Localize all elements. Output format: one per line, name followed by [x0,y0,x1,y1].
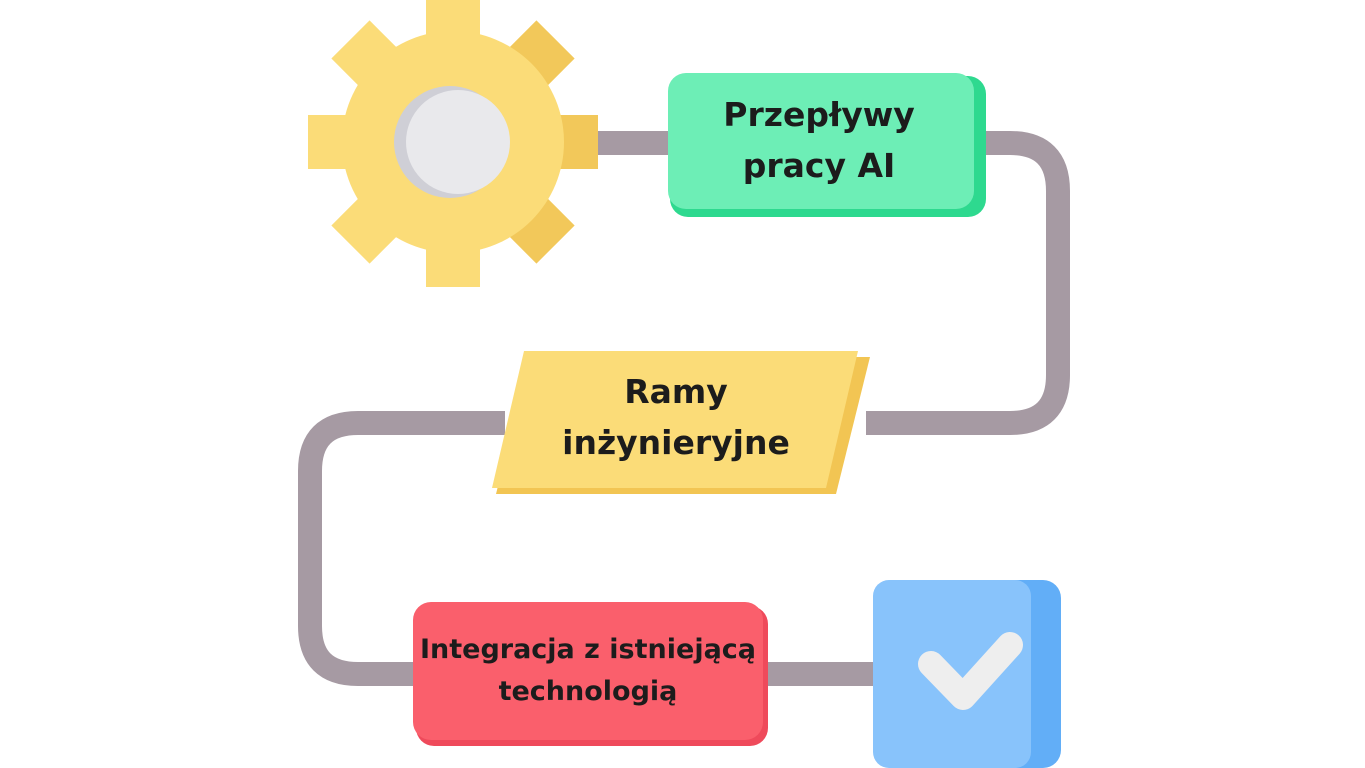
node-technology-integration: Integracja z istniejącą technologią [413,602,768,746]
node-technology-integration-line2: technologią [499,676,678,707]
gear-icon [308,0,598,287]
node-technology-integration-line1: Integracja z istniejącą [420,634,756,665]
node-ai-workflows: Przepływy pracy AI [668,73,986,217]
node-ai-workflows-line2: pracy AI [743,146,896,185]
flow-connector [298,131,1070,686]
check-icon [873,580,1061,768]
node-ai-workflows-line1: Przepływy [723,95,914,134]
node-engineering-frameworks-line1: Ramy [624,372,728,411]
node-engineering-frameworks-line2: inżynieryjne [562,423,790,462]
node-engineering-frameworks: Ramy inżynieryjne [492,351,870,494]
